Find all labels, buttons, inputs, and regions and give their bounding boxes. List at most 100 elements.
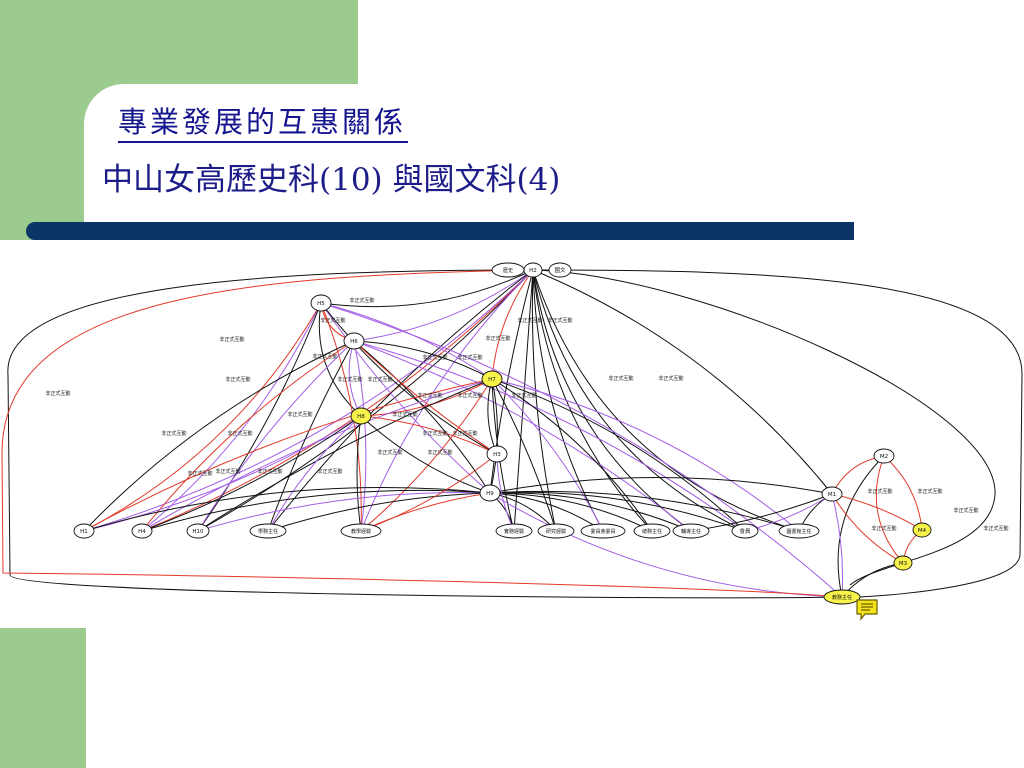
edge-label: 非正式互動	[417, 392, 442, 399]
node-m3: M3	[893, 555, 913, 571]
node-label: 委員會委員	[590, 528, 615, 535]
node-shape	[778, 523, 820, 539]
edge-H3-teaching_exp	[360, 453, 498, 533]
edge-H7-H8	[360, 378, 493, 419]
node-label: M2	[880, 454, 888, 460]
edge-H2-library_head	[532, 269, 800, 533]
edge-H8-H9	[360, 415, 491, 495]
node-label: H9	[486, 491, 494, 497]
edge-label: 非正式互動	[392, 411, 417, 418]
node-m4: M4	[912, 522, 932, 538]
node-h3: H3	[486, 445, 508, 463]
edge-label: 非正式互動	[45, 390, 70, 397]
node-shape	[580, 523, 626, 539]
node-label: H3	[493, 452, 501, 458]
node-shape	[350, 407, 372, 425]
edge-H6-H1	[83, 340, 355, 532]
node-h2: H2	[523, 262, 543, 278]
node-label: 圖書館主任	[786, 528, 811, 535]
edge-outer-loop-3	[532, 269, 996, 586]
edge-H9-dept_head	[267, 492, 491, 533]
node-shape	[523, 262, 543, 278]
edge-label: 非正式互動	[320, 317, 345, 324]
edge-label: 非正式互動	[871, 525, 896, 532]
edge-H5-H1	[83, 302, 322, 532]
edge-H7-admin_head	[491, 378, 653, 532]
edge-H2-admin_head	[532, 269, 653, 532]
edge-label: 非正式互動	[219, 336, 244, 343]
node-guidance-head: 輔導主任	[672, 523, 710, 539]
edge-M1-academic_head	[831, 493, 846, 598]
edge-M2-M3	[875, 455, 904, 564]
node-label: 輔導主任	[681, 528, 701, 535]
edge-H2-H9	[487, 269, 534, 494]
node-h10: H10	[186, 523, 210, 539]
node-shape	[481, 370, 503, 388]
edge-H8-H1	[83, 415, 362, 533]
edge-label: 非正式互動	[422, 354, 447, 361]
edge-H6-H9	[353, 340, 491, 494]
edge-label: 非正式互動	[337, 376, 362, 383]
edge-M1-M3	[831, 493, 904, 564]
node-academic-head: 教務主任	[823, 589, 861, 605]
edge-label: 非正式互動	[287, 411, 312, 418]
edge-H7-member	[491, 378, 746, 532]
edge-label: 非正式互動	[427, 449, 452, 456]
edge-H2-H6	[353, 269, 534, 344]
edge-H8-dept_head	[267, 415, 362, 532]
node-label: 會員	[739, 527, 751, 535]
edge-label: 非正式互動	[953, 507, 978, 514]
node-library-head: 圖書館主任	[778, 523, 820, 539]
node-shape	[548, 262, 572, 278]
node-h8: H8	[350, 407, 372, 425]
node-shape	[912, 522, 932, 538]
edge-label: 非正式互動	[367, 376, 392, 383]
edge-H7-H9	[488, 378, 498, 494]
node-shape	[186, 523, 210, 539]
edge-H9-library_head	[489, 490, 800, 533]
edge-H8-teaching_exp	[356, 415, 364, 532]
edge-H8-H3	[360, 415, 498, 455]
edge-H2-guidance_head	[532, 269, 692, 532]
node-chinese: 國文	[548, 262, 572, 278]
node-shape	[633, 523, 671, 539]
edge-label: 非正式互動	[983, 525, 1008, 532]
edge-M2-academic_head	[837, 455, 885, 598]
edge-label: 非正式互動	[917, 488, 942, 495]
slide-title: 專業發展的互惠關係	[118, 104, 409, 143]
edge-H7-committee	[491, 378, 604, 532]
node-shape	[823, 589, 861, 605]
node-label: H1	[80, 529, 88, 535]
node-h4: H4	[131, 523, 153, 539]
comment-note-icon[interactable]	[855, 598, 879, 622]
node-h1: H1	[73, 523, 95, 539]
node-label: H10	[192, 529, 204, 535]
network-diagram: 非正式互動非正式互動非正式互動非正式互動非正式互動非正式互動非正式互動非正式互動…	[1, 262, 1023, 605]
node-admin-head: 總務主任	[633, 523, 671, 539]
edge-H6-H4	[141, 340, 355, 532]
node-h5: H5	[310, 294, 332, 312]
edge-H2-teaching_exp	[360, 269, 534, 532]
node-h6: H6	[343, 332, 365, 350]
edge-label: 非正式互動	[215, 468, 240, 475]
edge-outer-loop-1	[532, 269, 1023, 598]
edge-H2-H10	[197, 269, 534, 532]
edge-H2-H7	[489, 269, 534, 380]
slide-subtitle: 中山女高歷史科(10) 與國文科(4)	[102, 162, 561, 198]
edge-outer-loop-0	[7, 269, 843, 599]
edge-H2-H5	[320, 269, 534, 308]
edge-H9-H1	[83, 487, 491, 533]
edge-label: 非正式互動	[608, 375, 633, 382]
edge-H9-teaching_exp	[360, 492, 491, 532]
node-shape	[131, 523, 153, 539]
node-label: 總務主任	[642, 528, 662, 535]
node-shape	[893, 555, 913, 571]
edge-label: 非正式互動	[257, 468, 282, 475]
node-shape	[821, 486, 843, 502]
edge-label: 非正式互動	[349, 297, 374, 304]
edge-H7-res_exp	[491, 378, 558, 532]
node-h9: H9	[479, 484, 501, 502]
node-shape	[672, 523, 710, 539]
edge-H6-guidance_head	[353, 340, 692, 532]
edge-label: 非正式互動	[161, 430, 186, 437]
